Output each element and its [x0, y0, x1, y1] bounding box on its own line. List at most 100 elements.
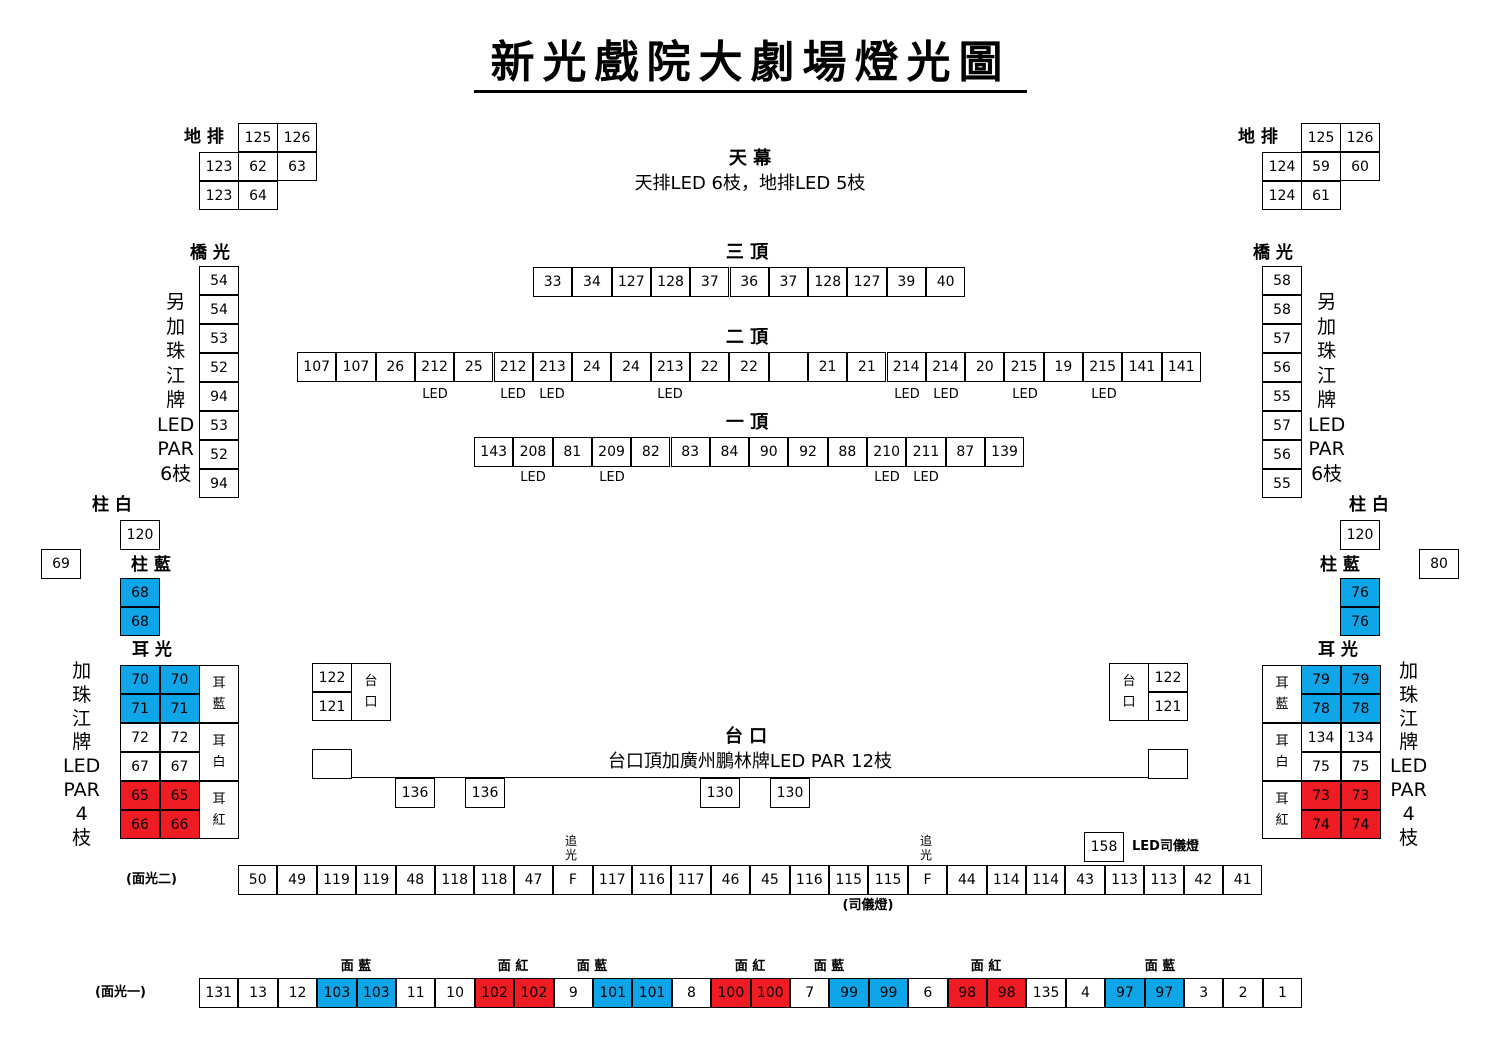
led-tag: LED — [894, 387, 920, 402]
ear-light-label-right: 耳 光 — [1318, 640, 1358, 660]
front-light-1-cell: 102 — [514, 978, 554, 1008]
channel-cell: 124 — [1262, 181, 1302, 210]
second-border-cell: 107 — [297, 352, 337, 382]
front-light-1-cell: 98 — [947, 978, 987, 1008]
channel-cell: 126 — [1340, 123, 1380, 152]
third-border-cell: 34 — [572, 267, 612, 297]
third-border-cell: 127 — [847, 267, 887, 297]
ear-red-box-right: 耳紅 — [1262, 781, 1302, 839]
front-light-2-cell: F — [553, 865, 593, 895]
ear-right-cell: 78 — [1340, 694, 1381, 723]
first-border-cell: 139 — [984, 437, 1025, 467]
front-light-1-cell: 2 — [1223, 978, 1263, 1008]
ear-light-label-left: 耳 光 — [132, 640, 172, 660]
third-border-cell: 128 — [650, 267, 691, 297]
led-tag: LED — [1091, 387, 1117, 402]
proscenium-cell-left: 122 — [312, 663, 352, 692]
front-light-1-cell: 7 — [790, 978, 830, 1008]
led-tag: LED — [539, 387, 565, 402]
pillar-blue-left: 68 — [120, 578, 160, 607]
ear-white-box-left: 耳白 — [199, 723, 239, 781]
front-light-1-cell: 100 — [711, 978, 751, 1008]
front-light-2-cell: 45 — [750, 865, 790, 895]
bridge-left-cell: 53 — [199, 411, 239, 440]
channel-cell: 123 — [199, 181, 239, 210]
bridge-left-cell: 54 — [199, 295, 239, 324]
ear-right-cell: 74 — [1340, 810, 1381, 839]
second-border-cell: 21 — [807, 352, 848, 382]
channel-cell: 124 — [1262, 152, 1302, 181]
front-light-2-cell: 116 — [789, 865, 829, 895]
first-border-cell: 84 — [709, 437, 750, 467]
second-border-cell: 212 — [414, 352, 455, 382]
proscenium-box-right: 台口 — [1109, 663, 1149, 721]
face-blue-label: 面 藍 — [576, 959, 608, 974]
ear-left-cell: 70 — [159, 665, 200, 694]
led-tag: LED — [500, 387, 526, 402]
ear-left-cell: 70 — [120, 665, 160, 694]
second-border-cell: 141 — [1122, 352, 1162, 382]
third-border-cell: 37 — [768, 267, 809, 297]
proscenium-cell-left: 121 — [312, 692, 352, 721]
ear-left-cell: 71 — [120, 694, 160, 723]
front-light-2-cell: 113 — [1104, 865, 1145, 895]
front-light-1-cell: 103 — [356, 978, 396, 1008]
second-border-cell: 214 — [925, 352, 966, 382]
front-light-1-cell: 1 — [1262, 978, 1303, 1008]
third-border-cell: 37 — [690, 267, 730, 297]
front-light-1-cell: 8 — [671, 978, 712, 1008]
proscenium-cell-right: 122 — [1148, 663, 1188, 692]
second-border-label: 二 頂 — [725, 327, 769, 348]
first-border-cell: 87 — [945, 437, 985, 467]
third-border-cell: 128 — [808, 267, 848, 297]
bridge-right-cell: 58 — [1262, 266, 1302, 295]
pillar-white-right: 120 — [1340, 520, 1380, 550]
proscenium-line — [352, 777, 1148, 778]
third-border-cell: 40 — [926, 267, 966, 297]
front-light-1-cell: 98 — [987, 978, 1027, 1008]
front-light-1-cell: 4 — [1065, 978, 1106, 1008]
led-tag: LED — [913, 470, 939, 485]
face-red-label: 面 紅 — [734, 959, 766, 974]
ear-left-cell: 66 — [159, 810, 200, 839]
proscenium-cell-right: 121 — [1148, 692, 1188, 721]
ear-left-cell: 72 — [159, 723, 200, 752]
front-light-2-cell: 114 — [1026, 865, 1066, 895]
ear-right-cell: 134 — [1340, 723, 1381, 752]
second-border-cell: 24 — [572, 352, 612, 382]
bridge-label-right: 橋 光 — [1253, 243, 1293, 263]
front-light-2-cell: 117 — [592, 865, 632, 895]
led-tag: LED — [657, 387, 683, 402]
mc-light-label: (司儀燈) — [842, 898, 894, 913]
second-border-cell: 24 — [611, 352, 651, 382]
first-border-cell: 88 — [827, 437, 867, 467]
ear-left-cell: 65 — [159, 781, 200, 810]
bridge-left-cell: 94 — [199, 469, 239, 498]
channel-cell: 62 — [238, 152, 278, 181]
pillar-white-label-right: 柱 白 — [1349, 495, 1389, 515]
second-border-cell: 214 — [886, 352, 926, 382]
first-border-cell: 92 — [788, 437, 828, 467]
second-border-cell: 20 — [965, 352, 1005, 382]
first-border-cell: 210 — [867, 437, 907, 467]
face-blue-label: 面 藍 — [1144, 959, 1176, 974]
ear-white-box-right: 耳白 — [1262, 723, 1302, 781]
face-blue-label: 面 藍 — [340, 959, 372, 974]
bridge-left-cell: 53 — [199, 324, 239, 353]
front-light-2-cell: 118 — [474, 865, 514, 895]
ear-right-cell: 73 — [1301, 781, 1341, 810]
front-light-1-cell: 100 — [750, 978, 790, 1008]
front-light-1-cell: 97 — [1144, 978, 1184, 1008]
bridge-right-cell: 57 — [1262, 411, 1302, 440]
bridge-right-cell: 57 — [1262, 324, 1302, 353]
ear-blue-box-right: 耳藍 — [1262, 665, 1302, 723]
ear-left-cell: 66 — [120, 810, 160, 839]
ear-right-cell: 134 — [1301, 723, 1341, 752]
front-light-1-cell: 11 — [396, 978, 436, 1008]
proscenium-box-left: 台口 — [351, 663, 391, 721]
bridge-left-cell: 52 — [199, 440, 239, 469]
bridge-right-cell: 58 — [1262, 295, 1302, 324]
